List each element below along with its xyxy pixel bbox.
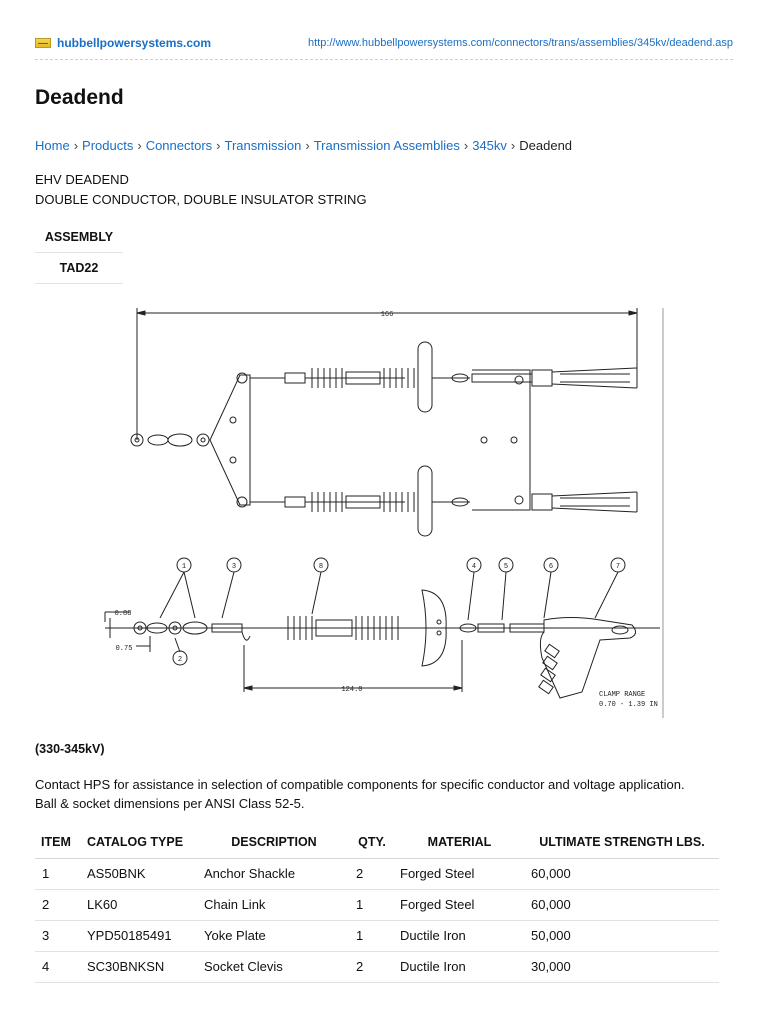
page-title: Deadend <box>35 86 124 109</box>
voltage-range: (330-345kV) <box>35 742 105 756</box>
breadcrumb-current: Deadend <box>519 138 573 153</box>
cell-strength: 60,000 <box>525 858 719 890</box>
subtitle-line-1: EHV DEADEND <box>35 172 129 187</box>
balloon-2: 2 <box>178 656 182 664</box>
balloon-3: 3 <box>232 563 236 571</box>
column-header-catalog-type: CATALOG TYPE <box>81 826 198 859</box>
clamp-range-value: 0.70 - 1.39 IN <box>599 701 658 709</box>
assistance-note: Contact HPS for assistance in selection … <box>35 775 733 813</box>
cell-item: 4 <box>35 951 81 983</box>
table-row: 1 AS50BNK Anchor Shackle 2 Forged Steel … <box>35 858 719 890</box>
breadcrumb-products[interactable]: Products <box>82 138 134 153</box>
dimension-bottom: 124.0 <box>341 686 362 694</box>
breadcrumb-separator: › <box>510 138 516 153</box>
site-link[interactable]: hubbellpowersystems.com <box>35 36 211 50</box>
page-url[interactable]: http://www.hubbellpowersystems.com/conne… <box>308 37 733 49</box>
cell-strength: 50,000 <box>525 920 719 952</box>
breadcrumb: Home›Products›Connectors›Transmission›Tr… <box>35 138 572 153</box>
clamp-range-label: CLAMP RANGE <box>599 691 645 699</box>
dimension-left-b: 0.75 <box>116 645 133 653</box>
parts-table: ITEM CATALOG TYPE DESCRIPTION QTY. MATER… <box>35 826 719 983</box>
balloon-1: 1 <box>182 563 186 571</box>
column-header-description: DESCRIPTION <box>198 826 350 859</box>
table-row: 2 LK60 Chain Link 1 Forged Steel 60,000 <box>35 889 719 921</box>
breadcrumb-separator: › <box>137 138 142 153</box>
assembly-table: ASSEMBLY TAD22 <box>35 222 123 284</box>
product-subtitle: EHV DEADEND DOUBLE CONDUCTOR, DOUBLE INS… <box>35 170 367 210</box>
cell-catalog-type: AS50BNK <box>81 858 198 890</box>
cell-description: Socket Clevis <box>198 951 350 983</box>
cell-description: Yoke Plate <box>198 920 350 952</box>
cell-material: Forged Steel <box>394 858 525 890</box>
cell-description: Chain Link <box>198 889 350 921</box>
balloon-7: 7 <box>616 563 620 571</box>
cell-strength: 60,000 <box>525 889 719 921</box>
note-line-2: Ball & socket dimensions per ANSI Class … <box>35 796 305 811</box>
cell-item: 3 <box>35 920 81 952</box>
dimension-left-a: 0.88 <box>115 610 132 618</box>
breadcrumb-transmission[interactable]: Transmission <box>224 138 302 153</box>
breadcrumb-separator: › <box>305 138 310 153</box>
cell-catalog-type: SC30BNKSN <box>81 951 198 983</box>
cell-catalog-type: YPD50185491 <box>81 920 198 952</box>
table-row: 4 SC30BNKSN Socket Clevis 2 Ductile Iron… <box>35 951 719 983</box>
dimension-top: 166 <box>381 311 394 319</box>
cell-material: Ductile Iron <box>394 920 525 952</box>
parts-table-header: ITEM CATALOG TYPE DESCRIPTION QTY. MATER… <box>35 826 719 859</box>
column-header-ultimate-strength: ULTIMATE STRENGTH LBS. <box>525 826 719 859</box>
cell-description: Anchor Shackle <box>198 858 350 890</box>
breadcrumb-separator: › <box>463 138 469 153</box>
cell-item: 1 <box>35 858 81 890</box>
subtitle-line-2: DOUBLE CONDUCTOR, DOUBLE INSULATOR STRIN… <box>35 192 367 207</box>
hubbell-logo-icon <box>35 38 51 48</box>
cell-item: 2 <box>35 889 81 921</box>
cell-qty: 1 <box>350 920 394 952</box>
assembly-header: ASSEMBLY <box>35 222 123 253</box>
note-line-1: Contact HPS for assistance in selection … <box>35 777 685 792</box>
cell-material: Ductile Iron <box>394 951 525 983</box>
column-header-material: MATERIAL <box>394 826 525 859</box>
balloon-4: 4 <box>472 563 476 571</box>
table-row: 3 YPD50185491 Yoke Plate 1 Ductile Iron … <box>35 920 719 952</box>
assembly-drawing: 166 124.0 0.88 0.75 1 3 8 4 5 6 7 2 CLAM… <box>104 308 664 718</box>
cell-qty: 1 <box>350 889 394 921</box>
cell-qty: 2 <box>350 951 394 983</box>
breadcrumb-home[interactable]: Home <box>35 138 70 153</box>
balloon-8: 8 <box>319 563 323 571</box>
breadcrumb-separator: › <box>216 138 221 153</box>
cell-material: Forged Steel <box>394 889 525 921</box>
cell-catalog-type: LK60 <box>81 889 198 921</box>
breadcrumb-connectors[interactable]: Connectors <box>145 138 213 153</box>
balloon-6: 6 <box>549 563 553 571</box>
balloon-5: 5 <box>504 563 508 571</box>
cell-qty: 2 <box>350 858 394 890</box>
site-name[interactable]: hubbellpowersystems.com <box>57 36 212 50</box>
assembly-value: TAD22 <box>35 253 123 284</box>
column-header-qty: QTY. <box>350 826 394 859</box>
breadcrumb-transmission-assemblies[interactable]: Transmission Assemblies <box>313 138 460 153</box>
column-header-item: ITEM <box>35 826 81 859</box>
site-header: hubbellpowersystems.com http://www.hubbe… <box>35 36 733 60</box>
breadcrumb-345kv[interactable]: 345kv <box>472 138 507 153</box>
cell-strength: 30,000 <box>525 951 719 983</box>
breadcrumb-separator: › <box>73 138 79 153</box>
